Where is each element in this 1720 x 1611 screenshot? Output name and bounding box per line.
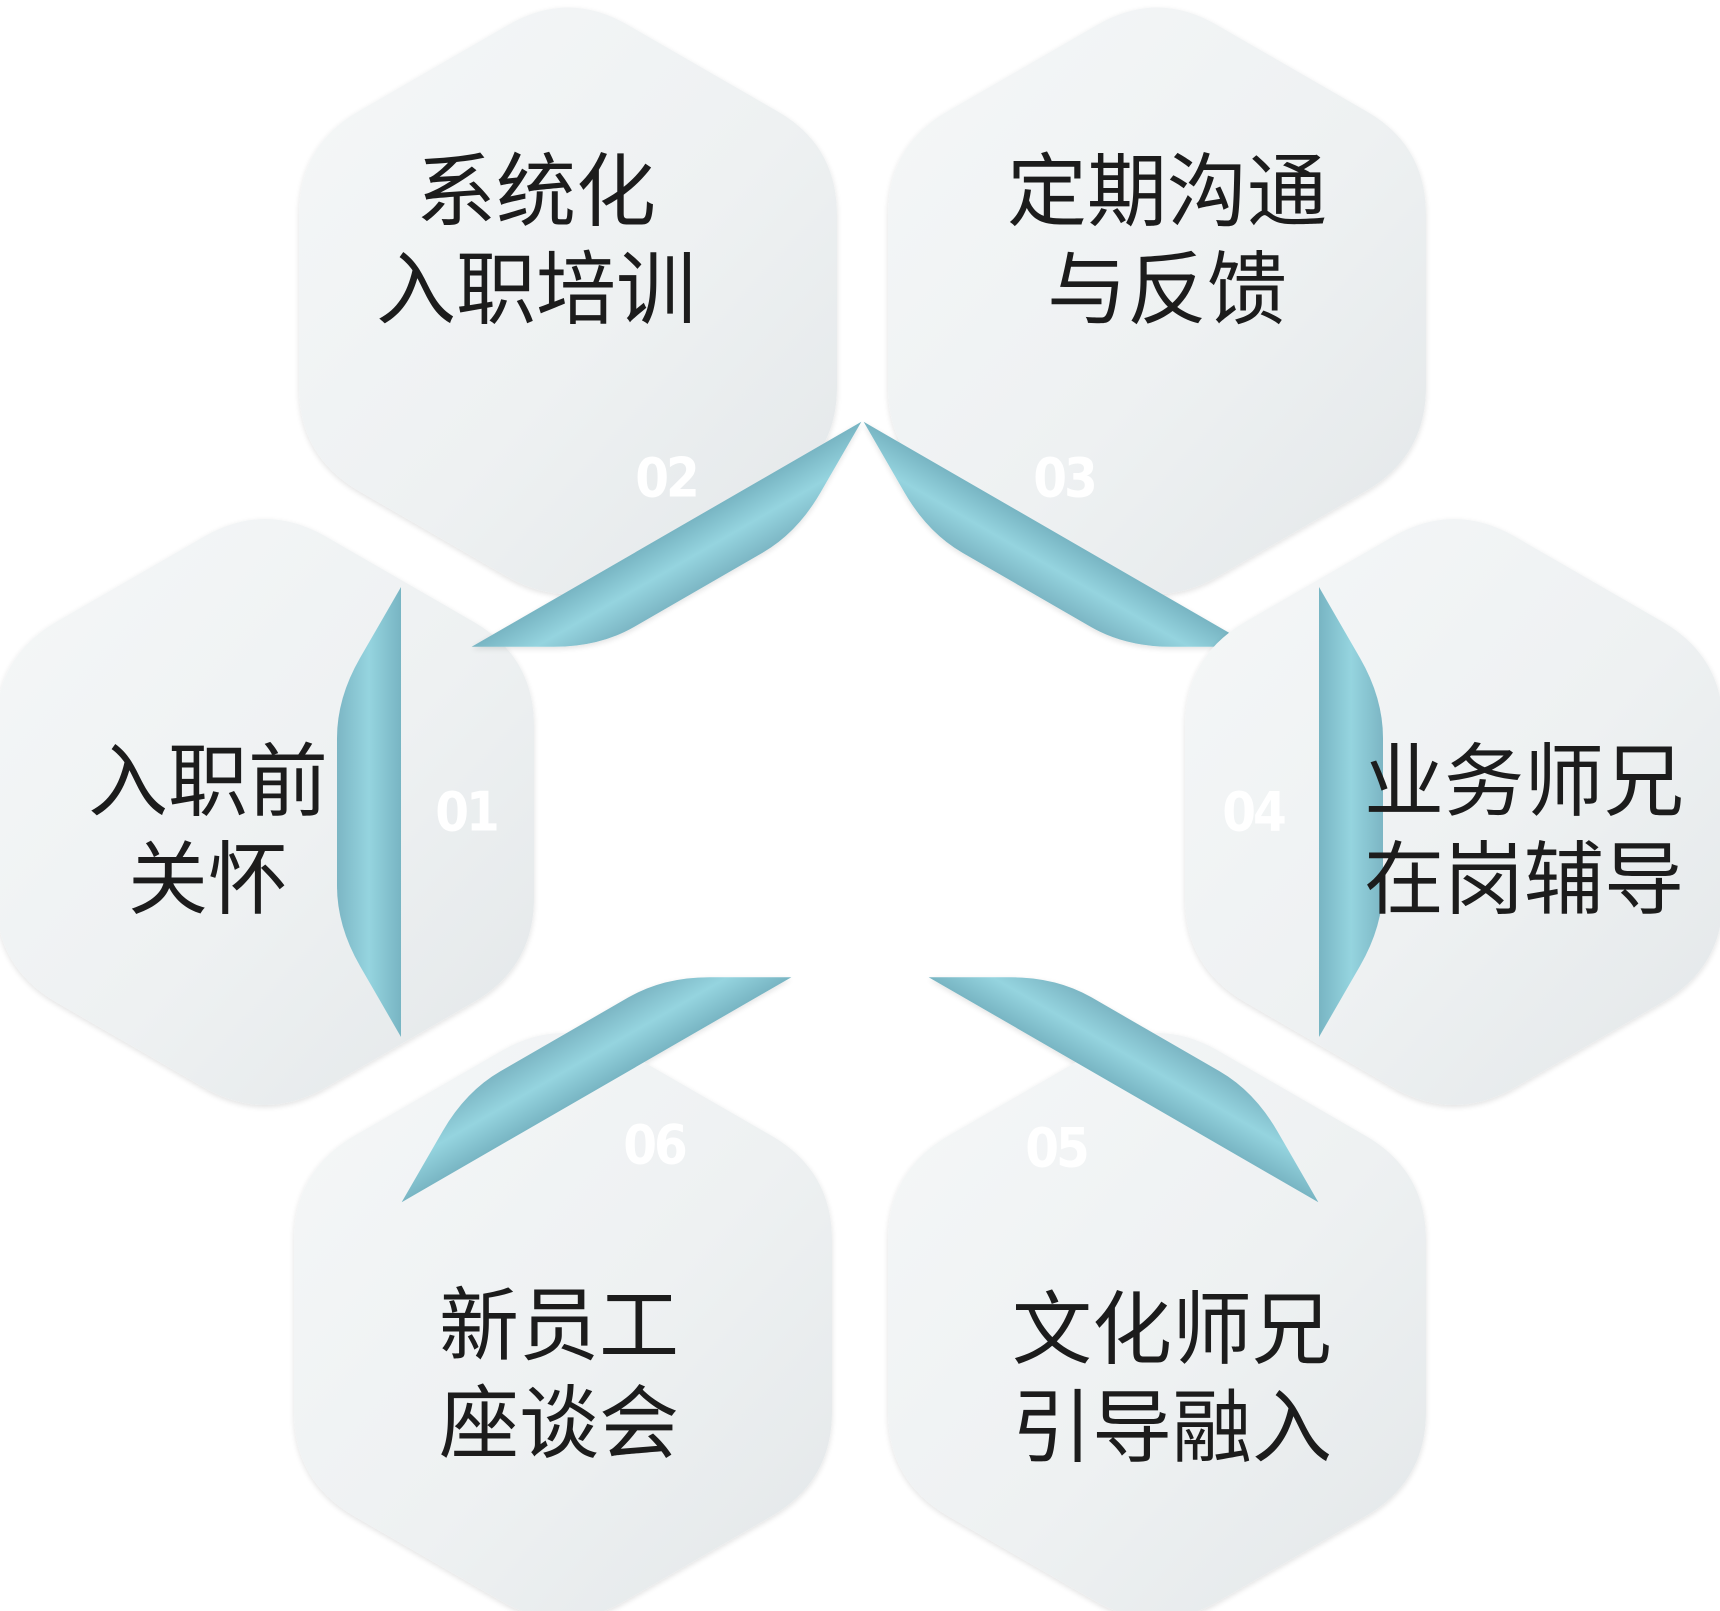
step-02-label-line-2: 入职培训 (376, 244, 696, 337)
step-02: 02 系统化 入职培训 (299, 7, 862, 647)
step-04: 04 业务师兄 在岗辅导 (1185, 519, 1720, 1105)
step-05-number: 05 (1025, 1117, 1087, 1180)
step-03-label-line-2: 与反馈 (1047, 244, 1287, 337)
step-05-label-line-2: 引导融入 (1012, 1382, 1332, 1475)
step-03: 03 定期沟通 与反馈 (863, 7, 1426, 647)
step-06: 06 新员工 座谈会 (294, 977, 832, 1611)
step-01: 01 入职前 关怀 (0, 519, 534, 1105)
step-01-label-line-2: 关怀 (128, 834, 288, 927)
step-04-hexagon (1185, 519, 1720, 1105)
step-01-label-line-1: 入职前 (88, 736, 328, 829)
step-06-number: 06 (623, 1114, 686, 1177)
step-04-label-line-1: 业务师兄 (1364, 736, 1684, 829)
step-02-hexagon (299, 7, 837, 594)
step-03-label-line-1: 定期沟通 (1007, 146, 1327, 239)
step-05-band (928, 977, 1319, 1203)
step-04-label-line-2: 在岗辅导 (1364, 834, 1684, 927)
step-05: 05 文化师兄 引导融入 (888, 977, 1426, 1611)
step-03-number: 03 (1033, 447, 1095, 510)
step-05-label-line-1: 文化师兄 (1012, 1284, 1332, 1377)
step-06-band (401, 977, 792, 1203)
step-02-label-line-1: 系统化 (416, 146, 656, 239)
step-02-band (471, 421, 862, 647)
step-06-label-line-2: 座谈会 (439, 1378, 679, 1471)
step-03-hexagon (888, 7, 1426, 594)
step-01-band (337, 587, 401, 1037)
step-04-number: 04 (1222, 781, 1285, 844)
step-01-number: 01 (435, 781, 497, 844)
step-06-label-line-1: 新员工 (439, 1280, 679, 1373)
step-02-number: 02 (635, 447, 697, 510)
step-03-band (863, 421, 1254, 647)
step-04-band (1319, 587, 1383, 1037)
